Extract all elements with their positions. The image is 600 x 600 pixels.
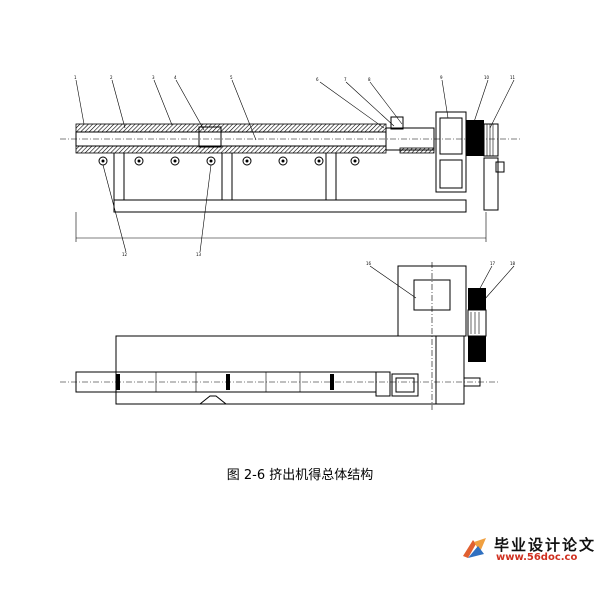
hopper-plan bbox=[198, 395, 228, 405]
leader-label: 12 bbox=[122, 252, 128, 257]
leader-label: 8 bbox=[368, 77, 371, 82]
leader-lines bbox=[75, 79, 515, 253]
barrel-heater-top bbox=[75, 123, 387, 133]
motor-base bbox=[483, 157, 499, 211]
base-frame bbox=[115, 335, 465, 405]
barrel-heater-bottom bbox=[75, 145, 387, 154]
leader-label: 11 bbox=[510, 75, 516, 80]
coupling-block bbox=[466, 120, 484, 156]
leader-label: 7 bbox=[344, 77, 347, 82]
leader-label: 9 bbox=[440, 75, 443, 80]
hopper bbox=[198, 126, 222, 148]
motor-plan-top bbox=[468, 288, 486, 310]
cooling-fans bbox=[98, 156, 360, 166]
motor bbox=[483, 123, 499, 157]
figure-caption: 图 2-6 挤出机得总体结构 bbox=[226, 468, 374, 483]
motor-plan-bottom bbox=[468, 336, 486, 362]
motor-shaft bbox=[463, 377, 481, 387]
motor-terminal bbox=[495, 161, 505, 173]
leader-label: 18 bbox=[510, 261, 516, 266]
gearbox-cover bbox=[439, 117, 463, 155]
elevation-view: 1 2 3 4 5 6 7 8 9 10 11 12 13 bbox=[60, 75, 520, 257]
leader-label: 3 bbox=[152, 75, 155, 80]
leader-label: 1 bbox=[74, 75, 77, 80]
leader-label: 4 bbox=[174, 75, 177, 80]
logo-url: www.56doc.co bbox=[496, 552, 578, 563]
leader-label: 13 bbox=[196, 252, 202, 257]
leader-label: 2 bbox=[110, 75, 113, 80]
leader-label: 17 bbox=[490, 261, 496, 266]
leader-label: 10 bbox=[484, 75, 490, 80]
die-plan bbox=[391, 373, 419, 397]
head-plan bbox=[375, 371, 391, 397]
logo-mark-icon bbox=[463, 538, 486, 558]
plan-view: 16 17 18 bbox=[60, 261, 516, 410]
leader-label: 6 bbox=[316, 77, 319, 82]
leader-label: 5 bbox=[230, 75, 233, 80]
head-heater bbox=[399, 147, 435, 154]
logo-text: 毕业设计论文 bbox=[494, 536, 597, 554]
leader-label: 16 bbox=[366, 261, 372, 266]
watermark-logo: 毕业设计论文 www.56doc.co bbox=[456, 530, 600, 568]
gearbox-lower bbox=[439, 159, 463, 189]
support-frame bbox=[75, 153, 487, 242]
